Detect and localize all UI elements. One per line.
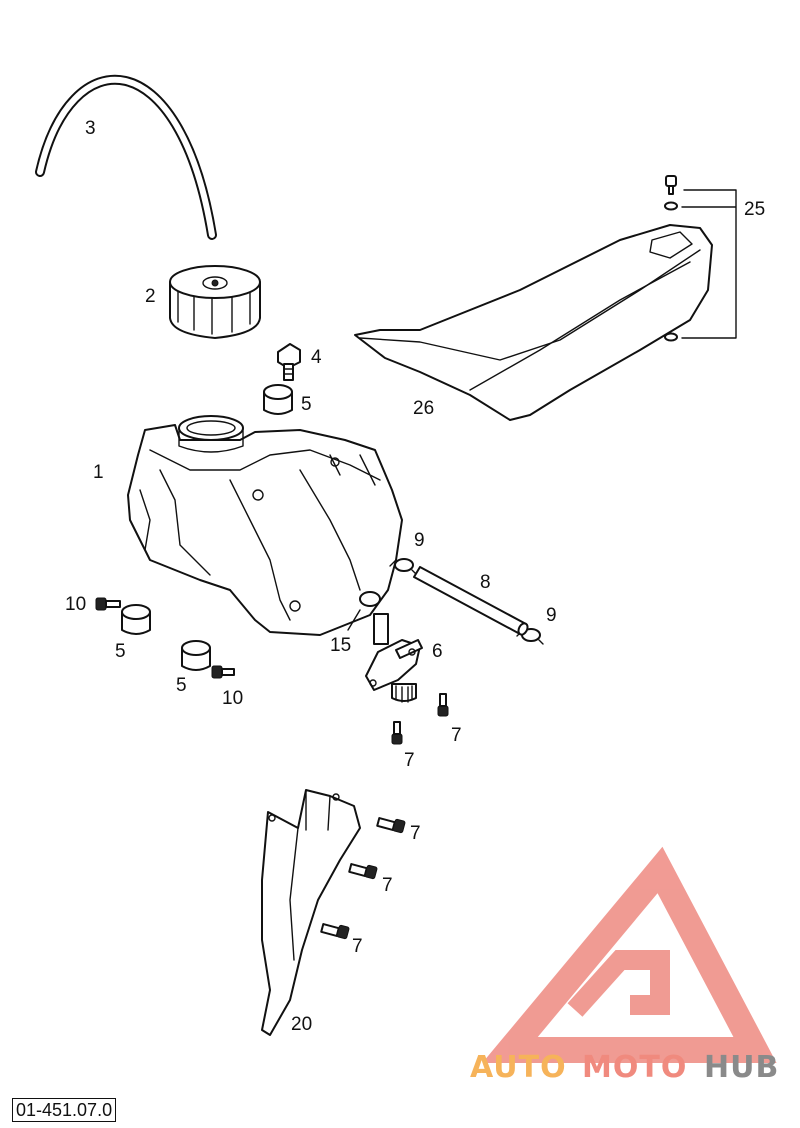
drawing-number: 01-451.07.0 bbox=[12, 1098, 117, 1122]
breather-hose bbox=[35, 74, 217, 240]
screw-spoiler-3 bbox=[320, 923, 350, 940]
seat-washer-top bbox=[664, 201, 678, 211]
o-ring bbox=[359, 591, 381, 607]
callout-7-spoiler-2: 7 bbox=[382, 875, 393, 896]
seat-washer-bottom bbox=[664, 332, 678, 342]
seat-screw bbox=[665, 175, 677, 195]
watermark-text-moto: MOTO bbox=[582, 1050, 687, 1085]
fuel-tap bbox=[365, 613, 423, 703]
screw-spoiler-2 bbox=[348, 863, 378, 880]
bolt-lower bbox=[211, 665, 235, 679]
callout-10-lower: 10 bbox=[222, 688, 243, 709]
rubber-bushing-left bbox=[121, 604, 151, 635]
fuel-cap bbox=[169, 265, 261, 339]
callout-26: 26 bbox=[413, 398, 434, 419]
callout-5-top: 5 bbox=[301, 394, 312, 415]
callout-8: 8 bbox=[480, 572, 491, 593]
callout-9-upper: 9 bbox=[414, 530, 425, 551]
callout-5-left: 5 bbox=[115, 641, 126, 662]
callout-9-lower: 9 bbox=[546, 605, 557, 626]
fuel-hose bbox=[413, 566, 529, 636]
tank-mount-bolt bbox=[277, 343, 301, 381]
callout-15: 15 bbox=[330, 635, 351, 656]
screw-tap-right bbox=[437, 693, 449, 717]
callout-10-left: 10 bbox=[65, 594, 86, 615]
rubber-bushing-top bbox=[263, 384, 293, 415]
callout-7-tap-left: 7 bbox=[404, 750, 415, 771]
screw-spoiler-1 bbox=[376, 817, 406, 834]
callout-20: 20 bbox=[291, 1014, 312, 1035]
callout-1: 1 bbox=[93, 462, 104, 483]
watermark-text-hub: HUB bbox=[704, 1050, 779, 1085]
callout-25: 25 bbox=[744, 199, 765, 220]
callout-5-lower: 5 bbox=[176, 675, 187, 696]
rubber-bushing-lower bbox=[181, 640, 211, 671]
watermark-text-auto: AUTO bbox=[470, 1050, 567, 1085]
callout-2: 2 bbox=[145, 286, 156, 307]
watermark-logo bbox=[482, 846, 777, 1063]
seat bbox=[354, 224, 713, 421]
tank-spoiler bbox=[261, 789, 361, 1036]
callout-4: 4 bbox=[311, 347, 322, 368]
leader-bracket-25 bbox=[681, 189, 737, 339]
screw-tap-left bbox=[391, 721, 403, 745]
callout-7-spoiler-3: 7 bbox=[352, 936, 363, 957]
bolt-left bbox=[95, 597, 121, 611]
callout-7-tap-right: 7 bbox=[451, 725, 462, 746]
fuel-tank bbox=[127, 415, 403, 636]
callout-7-spoiler-1: 7 bbox=[410, 823, 421, 844]
callout-3: 3 bbox=[85, 118, 96, 139]
leader-lines bbox=[347, 609, 361, 631]
callout-6: 6 bbox=[432, 641, 443, 662]
